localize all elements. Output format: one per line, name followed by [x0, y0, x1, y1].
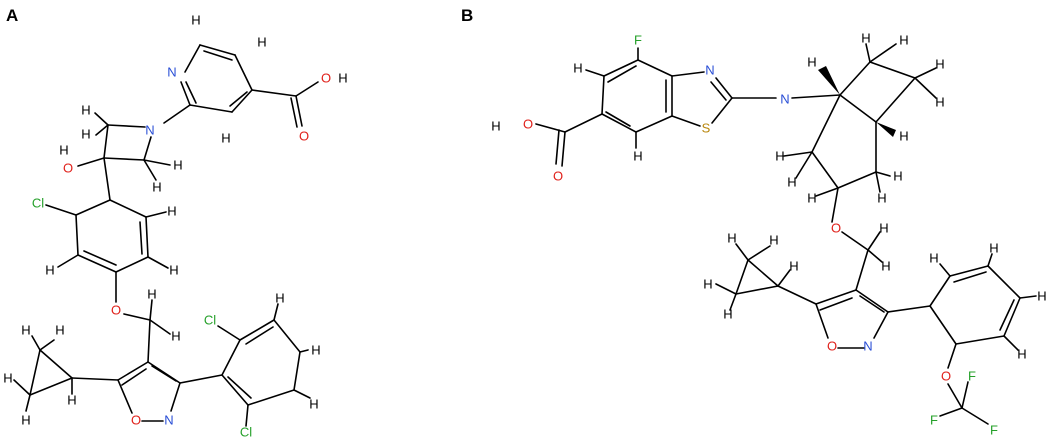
atom-h: H	[775, 149, 784, 164]
atom-h-acid: H	[491, 119, 500, 134]
atom-h: H	[257, 35, 266, 50]
atom-h: H	[191, 13, 200, 28]
atom-h: H	[55, 323, 64, 338]
atom-f-top: F	[634, 33, 642, 48]
atom-h: H	[807, 55, 816, 70]
atom-h: H	[787, 175, 796, 190]
atom-h: H	[221, 131, 230, 146]
atom-h: H	[935, 95, 944, 110]
atom-h: H	[769, 233, 778, 248]
cyclopropyl-a	[13, 335, 73, 412]
atom-h: H	[633, 149, 642, 164]
atom-n-isoxazole: N	[164, 413, 173, 428]
atom-h: H	[169, 263, 178, 278]
atom-h: H	[899, 33, 908, 48]
atom-o-acid-double: O	[553, 169, 563, 184]
panel-a-atom-labels: N H H H O H O N H H H H O H Cl H H H O H…	[3, 13, 347, 439]
atom-f: F	[930, 413, 938, 428]
atom-h: H	[173, 158, 182, 173]
isoxazole-core	[71, 299, 223, 422]
azabicycle	[783, 43, 937, 223]
atom-h: H	[703, 277, 712, 292]
panel-b: B	[461, 6, 1047, 438]
atom-s-thiazole: S	[702, 121, 711, 136]
atom-h: H	[723, 307, 732, 322]
atom-cl-top: Cl	[204, 313, 216, 328]
atom-o-acid: O	[523, 117, 533, 132]
atom-h-hydroxyl: H	[59, 143, 68, 158]
atom-o-ocf3: O	[941, 369, 951, 384]
atom-o-hydroxyl: O	[63, 161, 73, 176]
atom-h: H	[989, 241, 998, 256]
atom-h: H	[309, 397, 318, 412]
atom-h-acid: H	[338, 71, 347, 86]
thiazole-ring	[671, 71, 777, 127]
atom-h: H	[45, 263, 54, 278]
atom-h: H	[147, 287, 156, 302]
atom-h: H	[807, 191, 816, 206]
chlorophenyl-ring	[45, 199, 169, 303]
atom-h: H	[81, 127, 90, 142]
azetidine-ring	[77, 112, 171, 201]
atom-h: H	[171, 329, 180, 344]
atom-h: H	[727, 231, 736, 246]
atom-h: H	[21, 323, 30, 338]
atom-h: H	[67, 393, 76, 408]
atom-o-acid-double: O	[299, 129, 309, 144]
panel-label-b: B	[461, 6, 473, 25]
atom-h: H	[861, 31, 870, 46]
atom-h: H	[789, 259, 798, 274]
atom-n-thiazole: N	[705, 63, 714, 78]
atom-h: H	[152, 180, 161, 195]
atom-n-pyridine: N	[167, 65, 176, 80]
atom-h: H	[1017, 347, 1026, 362]
atom-o-isoxazole: O	[827, 339, 837, 354]
atom-h: H	[1037, 289, 1046, 304]
atom-n-isoxazole: N	[863, 339, 872, 354]
atom-h: H	[21, 413, 30, 428]
atom-h: H	[311, 343, 320, 358]
atom-f: F	[968, 369, 976, 384]
panel-a: A	[3, 6, 347, 439]
atom-h: H	[899, 129, 908, 144]
atom-h: H	[877, 191, 886, 206]
pyridine-ring	[163, 44, 319, 128]
atom-f: F	[990, 423, 998, 438]
trifluoromethoxyphenyl-ring	[929, 253, 1037, 425]
atom-h: H	[929, 251, 938, 266]
atom-h: H	[3, 371, 12, 386]
atom-h: H	[167, 204, 176, 219]
panel-b-atom-labels: F H H N S N O H O H H H H H H H H H H H …	[491, 31, 1046, 438]
atom-n-azetidine: N	[145, 123, 154, 138]
atom-h: H	[935, 57, 944, 72]
atom-h: H	[275, 291, 284, 306]
benzothiazole-benzene	[535, 47, 673, 167]
panel-label-a: A	[6, 6, 18, 25]
atom-h: H	[573, 61, 582, 76]
atom-h: H	[893, 169, 902, 184]
atom-o-ether: O	[831, 221, 841, 236]
atom-cl-ring: Cl	[32, 196, 44, 211]
atom-o-isoxazole: O	[131, 413, 141, 428]
atom-h: H	[879, 221, 888, 236]
atom-o-ether: O	[111, 303, 121, 318]
atom-n-bicycle: N	[780, 92, 789, 107]
isoxazole-core-b	[777, 231, 931, 349]
atom-h: H	[881, 259, 890, 274]
atom-h: H	[81, 103, 90, 118]
atom-o-acid: O	[321, 71, 331, 86]
atom-cl-bottom: Cl	[240, 425, 252, 439]
dichlorophenyl-ring	[217, 303, 311, 427]
cyclopropyl-b	[715, 243, 791, 311]
